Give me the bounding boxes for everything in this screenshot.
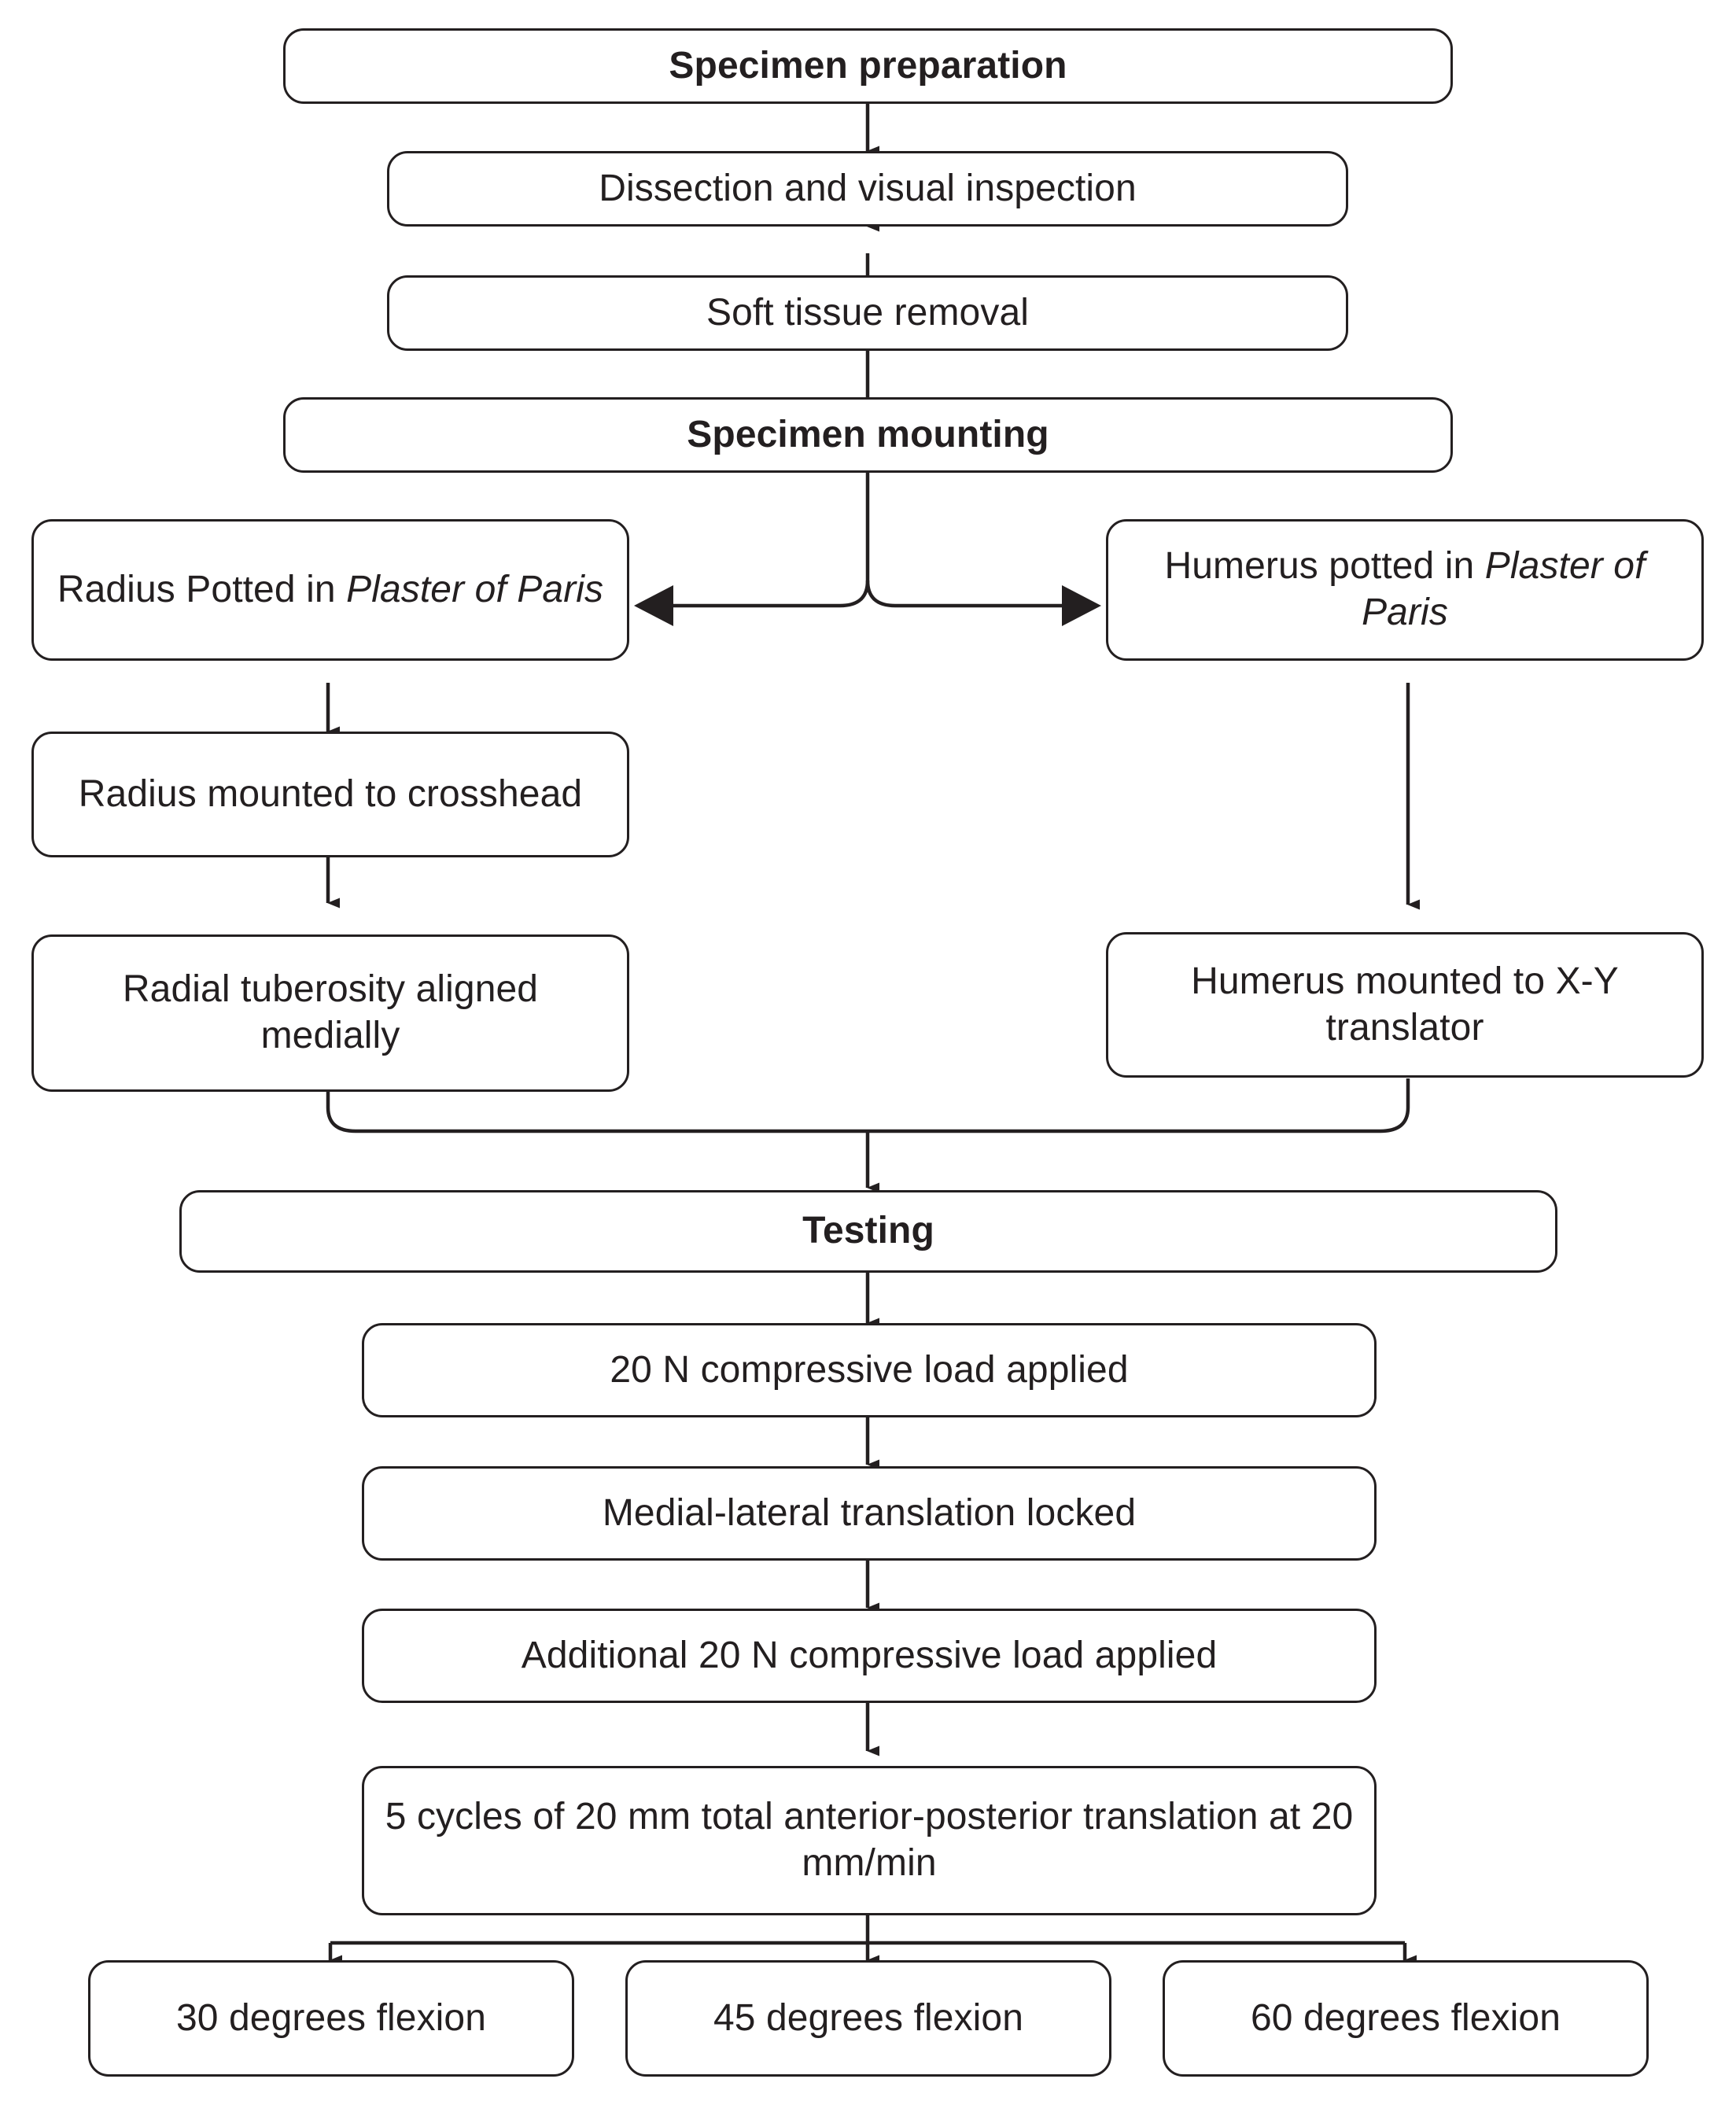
node-45-degrees-flexion[interactable]: 45 degrees flexion [625, 1960, 1111, 2077]
node-label: Humerus mounted to X-Y translator [1191, 960, 1619, 1049]
node-radius-mounted-to-crosshead[interactable]: Radius mounted to crosshead [31, 732, 629, 857]
node-specimen-mounting[interactable]: Specimen mounting [283, 397, 1453, 473]
node-60-degrees-flexion[interactable]: 60 degrees flexion [1163, 1960, 1649, 2077]
node-label-italic: Plaster of Paris [346, 568, 604, 610]
node-label: Radius mounted to crosshead [78, 772, 583, 815]
node-radius-potted-in-plaster-of-paris[interactable]: Radius Potted in Plaster of Paris [31, 519, 629, 661]
node-label: Additional 20 N compressive load applied [521, 1634, 1218, 1676]
arrowhead-left-radius [634, 585, 673, 626]
node-label: Testing [802, 1210, 934, 1252]
node-label: Radial tuberosity aligned medially [122, 968, 539, 1056]
edge-right-merge [868, 1078, 1410, 1133]
node-label: 20 N compressive load applied [610, 1348, 1129, 1391]
node-label: Humerus potted in Plaster of Paris [1122, 544, 1687, 636]
node-soft-tissue-removal[interactable]: Soft tissue removal [387, 275, 1348, 351]
node-label: Specimen mounting [687, 413, 1049, 455]
node-label: 45 degrees flexion [713, 1996, 1024, 2039]
node-additional-20n-compressive-load-applied[interactable]: Additional 20 N compressive load applied [362, 1609, 1377, 1703]
node-radial-tuberosity-aligned-medially[interactable]: Radial tuberosity aligned medially [31, 934, 629, 1092]
node-label-plain: Humerus potted in [1164, 545, 1485, 588]
node-label: Soft tissue removal [706, 291, 1030, 334]
node-label-italic: Plaster of Paris [1362, 545, 1646, 633]
arrowhead-right-humerus [1062, 585, 1101, 626]
node-label: Specimen preparation [669, 44, 1067, 87]
node-label: 60 degrees flexion [1250, 1996, 1561, 2039]
node-dissection-and-visual-inspection[interactable]: Dissection and visual inspection [387, 151, 1348, 227]
node-humerus-potted-in-plaster-of-paris[interactable]: Humerus potted in Plaster of Paris [1106, 519, 1704, 661]
node-30-degrees-flexion[interactable]: 30 degrees flexion [88, 1960, 574, 2077]
node-label: Radius Potted in Plaster of Paris [48, 567, 613, 614]
node-label: Dissection and visual inspection [599, 167, 1137, 209]
node-label: Medial-lateral translation locked [602, 1491, 1137, 1534]
node-testing[interactable]: Testing [179, 1190, 1557, 1273]
node-medial-lateral-translation-locked[interactable]: Medial-lateral translation locked [362, 1466, 1377, 1561]
split-arrowheads [634, 585, 1101, 626]
edge-left-merge [326, 1092, 868, 1133]
node-label: 5 cycles of 20 mm total anterior-posteri… [385, 1796, 1354, 1884]
node-specimen-preparation[interactable]: Specimen preparation [283, 28, 1453, 104]
node-label-plain: Radius Potted in [57, 568, 347, 610]
edge-mounting-to-radius [652, 580, 870, 611]
node-20n-compressive-load-applied[interactable]: 20 N compressive load applied [362, 1323, 1377, 1417]
node-humerus-mounted-to-xy-translator[interactable]: Humerus mounted to X-Y translator [1106, 932, 1704, 1078]
node-5-cycles-translation[interactable]: 5 cycles of 20 mm total anterior-posteri… [362, 1766, 1377, 1915]
node-label: 30 degrees flexion [175, 1996, 487, 2039]
edge-mounting-to-humerus [865, 580, 1079, 608]
